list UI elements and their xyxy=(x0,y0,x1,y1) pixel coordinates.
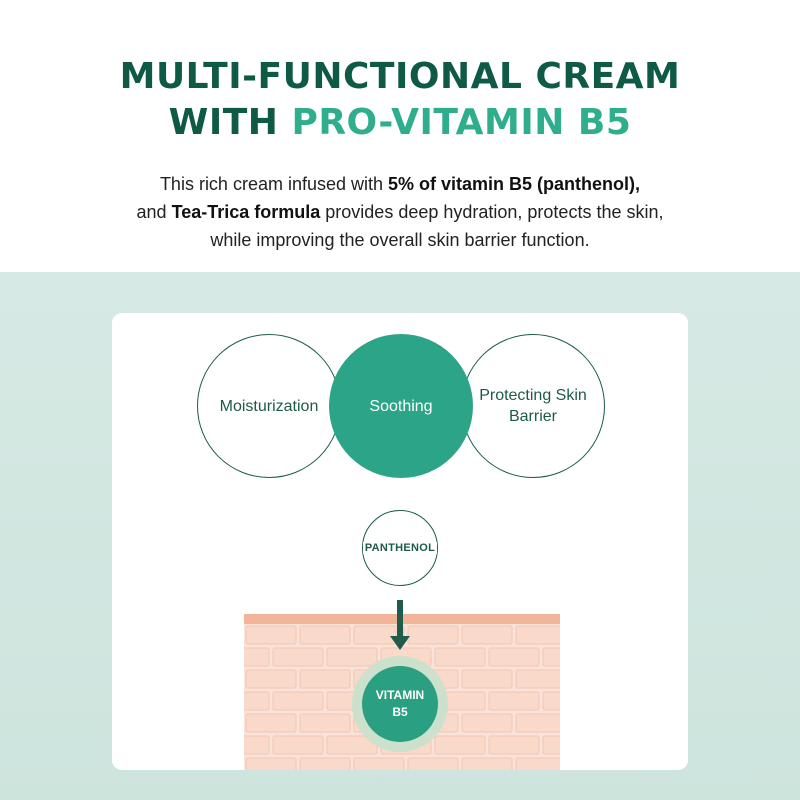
skin-cell xyxy=(434,735,486,755)
skin-cell xyxy=(245,757,297,770)
benefit-moisturization: Moisturization xyxy=(197,334,341,478)
benefit-label: Moisturization xyxy=(219,397,319,415)
skin-cell xyxy=(488,647,540,667)
skin-cell xyxy=(244,691,270,711)
skin-cell xyxy=(272,691,324,711)
desc-text: This rich cream infused with xyxy=(159,174,389,194)
skin-cell xyxy=(488,735,540,755)
benefit-label: Soothing xyxy=(369,397,433,415)
skin-cell xyxy=(353,757,405,770)
product-description: This rich cream infused with 5% of vitam… xyxy=(60,170,740,254)
skin-cell xyxy=(299,669,351,689)
skin-cell xyxy=(461,757,513,770)
skin-cell xyxy=(542,647,560,667)
arrow-head-icon xyxy=(390,636,410,650)
benefit-soothing: Soothing xyxy=(329,334,473,478)
header-section: MULTI-FUNCTIONAL CREAM WITH PRO-VITAMIN … xyxy=(0,0,800,272)
desc-text: provides deep hydration, protects the sk… xyxy=(320,202,664,222)
panthenol-label: PANTHENOL xyxy=(362,542,438,554)
desc-highlight-panthenol: 5% of vitamin B5 (panthenol), xyxy=(388,174,641,194)
skin-cell xyxy=(515,625,560,645)
skin-cell xyxy=(407,757,459,770)
skin-cell xyxy=(299,625,351,645)
skin-cell xyxy=(244,735,270,755)
desc-text: and xyxy=(136,202,172,222)
arrow-down-icon xyxy=(397,600,403,640)
skin-cell xyxy=(245,713,297,733)
benefit-label: Protecting Skin Barrier xyxy=(479,387,587,425)
vitamin-label: VITAMIN B5 xyxy=(375,688,425,719)
skin-cell xyxy=(244,647,270,667)
skin-cell xyxy=(299,713,351,733)
skin-cell xyxy=(488,691,540,711)
benefit-protecting-skin-barrier: Protecting Skin Barrier xyxy=(461,334,605,478)
skin-cell xyxy=(542,735,560,755)
desc-highlight-formula: Tea-Trica formula xyxy=(171,202,321,222)
skin-cell xyxy=(434,647,486,667)
skin-cell xyxy=(461,625,513,645)
skin-layer-illustration xyxy=(244,614,560,770)
title-accent: PRO-VITAMIN B5 xyxy=(291,102,632,143)
skin-cell xyxy=(407,625,459,645)
skin-cell xyxy=(299,757,351,770)
skin-cell xyxy=(515,757,560,770)
panthenol-circle: PANTHENOL xyxy=(362,510,438,586)
skin-cell xyxy=(461,713,513,733)
title-line-1: MULTI-FUNCTIONAL CREAM xyxy=(119,56,681,97)
skin-cell xyxy=(245,669,297,689)
skin-cell xyxy=(245,625,297,645)
skin-cell xyxy=(326,647,378,667)
skin-cell xyxy=(542,691,560,711)
skin-cell xyxy=(272,647,324,667)
skin-cell xyxy=(515,669,560,689)
title-line-2-prefix: WITH xyxy=(168,102,292,143)
skin-cells-icon xyxy=(244,625,560,770)
skin-cell xyxy=(515,713,560,733)
desc-text: while improving the overall skin barrier… xyxy=(210,230,590,250)
page-title: MULTI-FUNCTIONAL CREAM WITH PRO-VITAMIN … xyxy=(0,54,800,146)
skin-cell xyxy=(272,735,324,755)
skin-cell xyxy=(461,669,513,689)
vitamin-b5-circle: VITAMIN B5 xyxy=(362,666,438,742)
